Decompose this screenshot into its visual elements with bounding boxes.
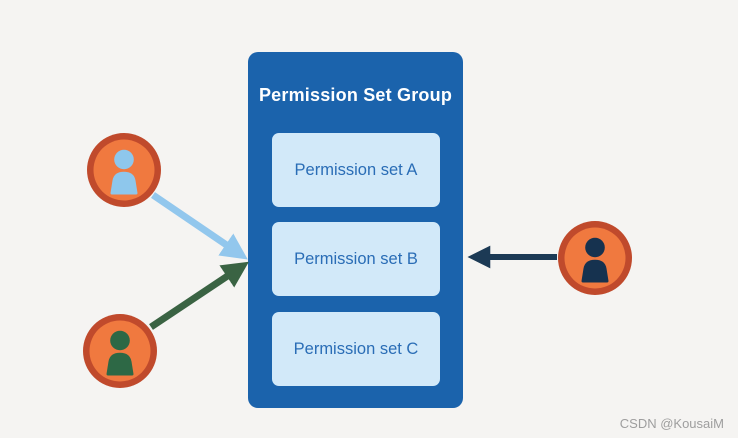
person-icon (83, 314, 157, 388)
watermark: CSDN @KousaiM (619, 416, 724, 431)
user-circle (89, 320, 151, 382)
permission-set-a-label: Permission set A (294, 160, 418, 179)
person-head (114, 149, 134, 170)
permission-set-c-box: Permission set C (272, 312, 440, 386)
person-head (585, 237, 605, 258)
permission-set-group-box: Permission Set Group Permission set A Pe… (248, 52, 463, 408)
user-icon-bottom-left (82, 313, 158, 389)
user-icon-right (557, 220, 633, 296)
permission-set-b-label: Permission set B (294, 249, 418, 268)
permission-set-b-box: Permission set B (272, 222, 440, 296)
person-body (110, 171, 138, 195)
group-title: Permission Set Group (258, 85, 453, 105)
arrow-user-top-left-to-group (151, 192, 248, 260)
arrow-user-bottom-left-to-group (149, 261, 249, 330)
person-icon (87, 133, 161, 207)
person-icon (558, 221, 632, 295)
person-head (110, 330, 130, 351)
user-circle (564, 227, 626, 289)
person-body (106, 352, 134, 376)
user-icon-top-left (86, 132, 162, 208)
person-body (581, 259, 609, 283)
permission-set-a-box: Permission set A (272, 133, 440, 207)
permission-set-c-label: Permission set C (293, 339, 419, 358)
user-circle (93, 139, 155, 201)
